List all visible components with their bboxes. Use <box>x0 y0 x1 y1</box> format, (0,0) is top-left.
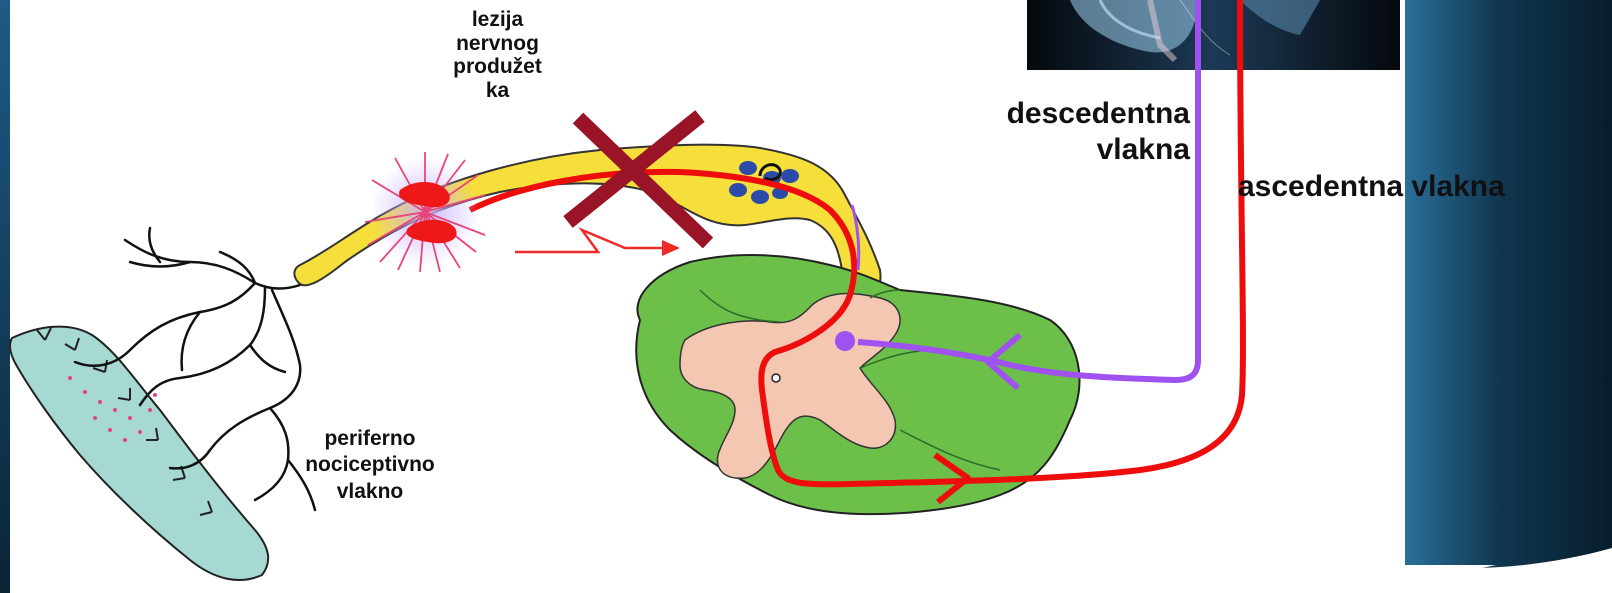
descending-label-line1: descedentna <box>960 96 1190 132</box>
descending-label-line2: vlakna <box>960 132 1190 168</box>
impulse-zigzag <box>515 230 670 252</box>
lesion-burst <box>365 152 485 272</box>
lesion-label-line1: lezija <box>420 8 575 32</box>
impulse-arrowhead <box>662 240 680 256</box>
slide-right-panel-body <box>1405 0 1612 565</box>
lesion-label: lezija nervnog produžet ka <box>420 8 575 102</box>
peripheral-fiber-label: periferno nociceptivno vlakno <box>270 426 470 505</box>
descending-synapse <box>835 331 855 351</box>
lesion-label-line3: produžet <box>420 55 575 79</box>
descending-fibers-label: descedentna vlakna <box>960 96 1190 168</box>
ascending-fibers-label: ascedentna vlakna <box>1238 170 1505 204</box>
lesion-label-line2: nervnog <box>420 32 575 56</box>
slide-left-border <box>0 0 10 593</box>
peripheral-label-line3: vlakno <box>270 479 470 505</box>
skin-patch <box>10 327 268 580</box>
lesion-label-line4: ka <box>420 79 575 103</box>
peripheral-label-line1: periferno <box>270 426 470 452</box>
central-canal <box>772 374 780 382</box>
brain-spine-photo <box>1027 0 1400 70</box>
peripheral-label-line2: nociceptivno <box>270 452 470 478</box>
